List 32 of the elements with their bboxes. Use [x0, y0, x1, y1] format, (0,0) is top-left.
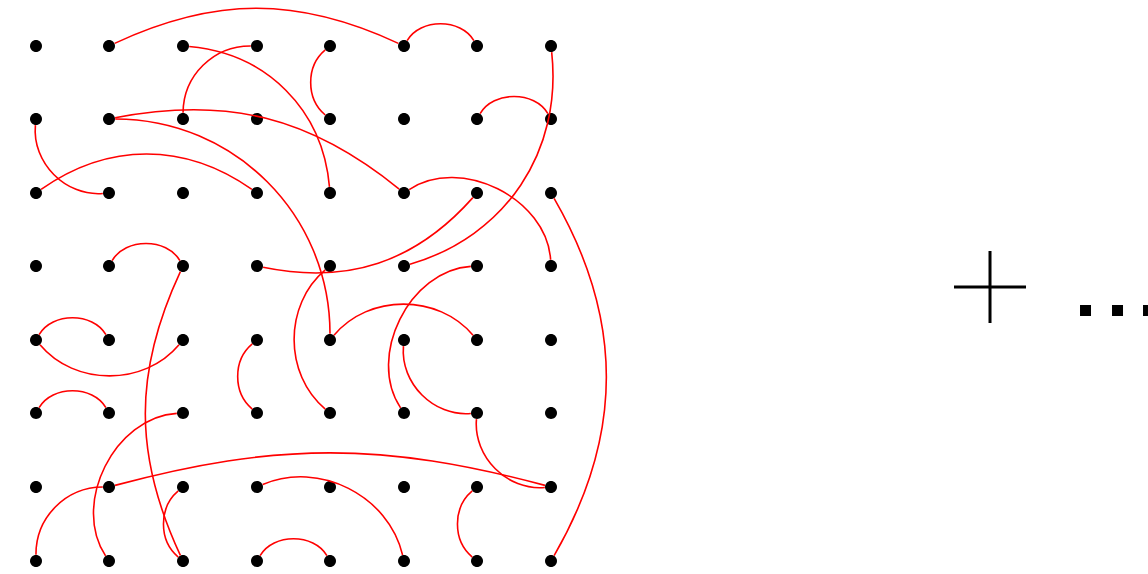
curve — [262, 196, 474, 274]
curve — [475, 418, 546, 489]
curve — [92, 412, 178, 557]
curve — [553, 197, 608, 557]
curve — [387, 265, 472, 409]
curve — [408, 176, 552, 261]
curve — [40, 153, 253, 191]
curve — [113, 7, 400, 45]
curve — [144, 270, 182, 557]
curve — [409, 51, 554, 266]
curve — [479, 95, 549, 115]
curve — [406, 22, 475, 42]
curve — [114, 108, 400, 190]
curve — [333, 303, 474, 337]
curve — [456, 490, 474, 558]
curve — [261, 476, 404, 556]
curve — [236, 343, 254, 410]
curve — [309, 49, 327, 116]
curve — [38, 316, 107, 336]
curve — [38, 389, 107, 409]
curve — [35, 486, 104, 556]
curve — [111, 242, 181, 262]
curve — [34, 124, 104, 195]
curve — [182, 45, 252, 114]
curve — [259, 537, 328, 557]
curve — [293, 269, 327, 410]
curve — [402, 345, 472, 415]
curve — [188, 45, 331, 188]
curve — [114, 452, 546, 487]
curve — [162, 490, 180, 558]
curve — [114, 118, 331, 335]
curve — [39, 343, 180, 377]
